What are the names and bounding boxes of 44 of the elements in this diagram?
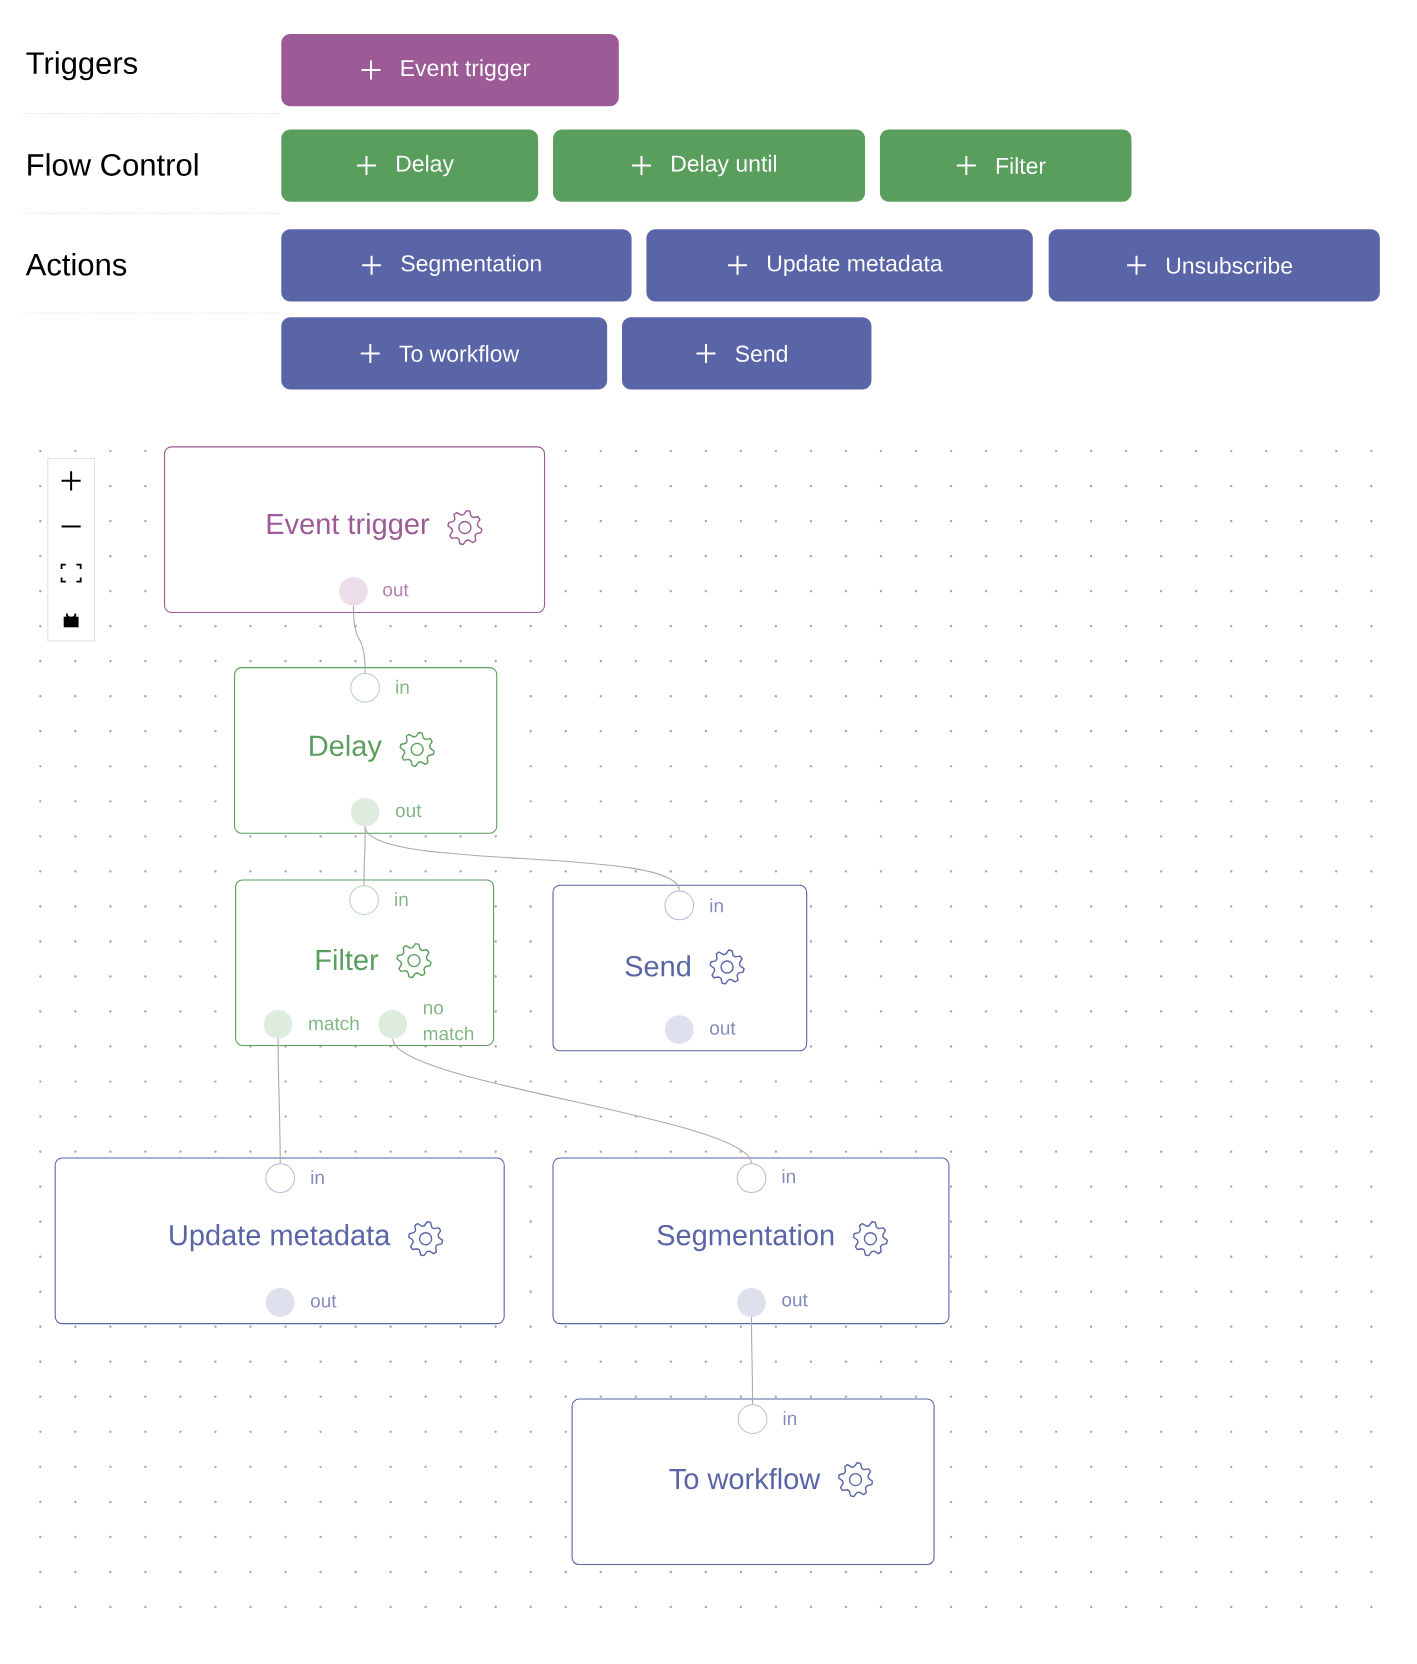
section-label: Flow Control bbox=[28, 153, 198, 176]
connector-line bbox=[364, 826, 680, 892]
port-dot bbox=[265, 1163, 296, 1193]
port-label: out bbox=[782, 1294, 808, 1307]
port-dot bbox=[378, 1009, 408, 1039]
port-dot bbox=[339, 576, 368, 606]
port-dot bbox=[664, 890, 695, 921]
add-button: To workflow bbox=[281, 317, 608, 390]
port-dot bbox=[737, 1288, 766, 1317]
port-label: in bbox=[311, 1170, 324, 1184]
port-label: out bbox=[395, 804, 422, 818]
add-button: Filter bbox=[879, 129, 1132, 202]
port-dot bbox=[737, 1404, 768, 1434]
port-dot bbox=[263, 1009, 293, 1039]
port-label: out bbox=[383, 583, 409, 597]
port-dot bbox=[350, 673, 380, 703]
section-label: Triggers bbox=[26, 51, 138, 81]
add-button: Segmentation bbox=[281, 229, 632, 302]
connector-line bbox=[750, 1316, 754, 1405]
port-label: in bbox=[710, 898, 723, 913]
port-dot bbox=[665, 1015, 694, 1044]
connector-line bbox=[392, 1038, 753, 1164]
add-button: Unsubscribe bbox=[1048, 229, 1380, 302]
port-dot bbox=[736, 1163, 767, 1193]
add-button: Event trigger bbox=[281, 33, 619, 107]
section-label: Actions bbox=[25, 252, 127, 276]
port-label: in bbox=[395, 892, 408, 906]
port-label: no match bbox=[423, 1003, 474, 1041]
port-label: in bbox=[783, 1411, 797, 1425]
port-label: out bbox=[710, 1022, 736, 1035]
add-button: Delay until bbox=[553, 129, 866, 202]
add-button: Send bbox=[622, 317, 872, 390]
port-label: out bbox=[310, 1295, 337, 1308]
port-dot bbox=[350, 797, 380, 827]
port-dot bbox=[349, 885, 379, 915]
port-dot bbox=[265, 1288, 295, 1317]
connector-line bbox=[277, 1038, 281, 1164]
port-label: in bbox=[396, 679, 409, 694]
port-label: match bbox=[309, 1016, 359, 1031]
add-button: Delay bbox=[281, 129, 539, 202]
connector-line bbox=[352, 605, 366, 674]
port-label: in bbox=[782, 1169, 795, 1183]
connector-line bbox=[363, 826, 366, 886]
add-button: Update metadata bbox=[646, 229, 1033, 302]
